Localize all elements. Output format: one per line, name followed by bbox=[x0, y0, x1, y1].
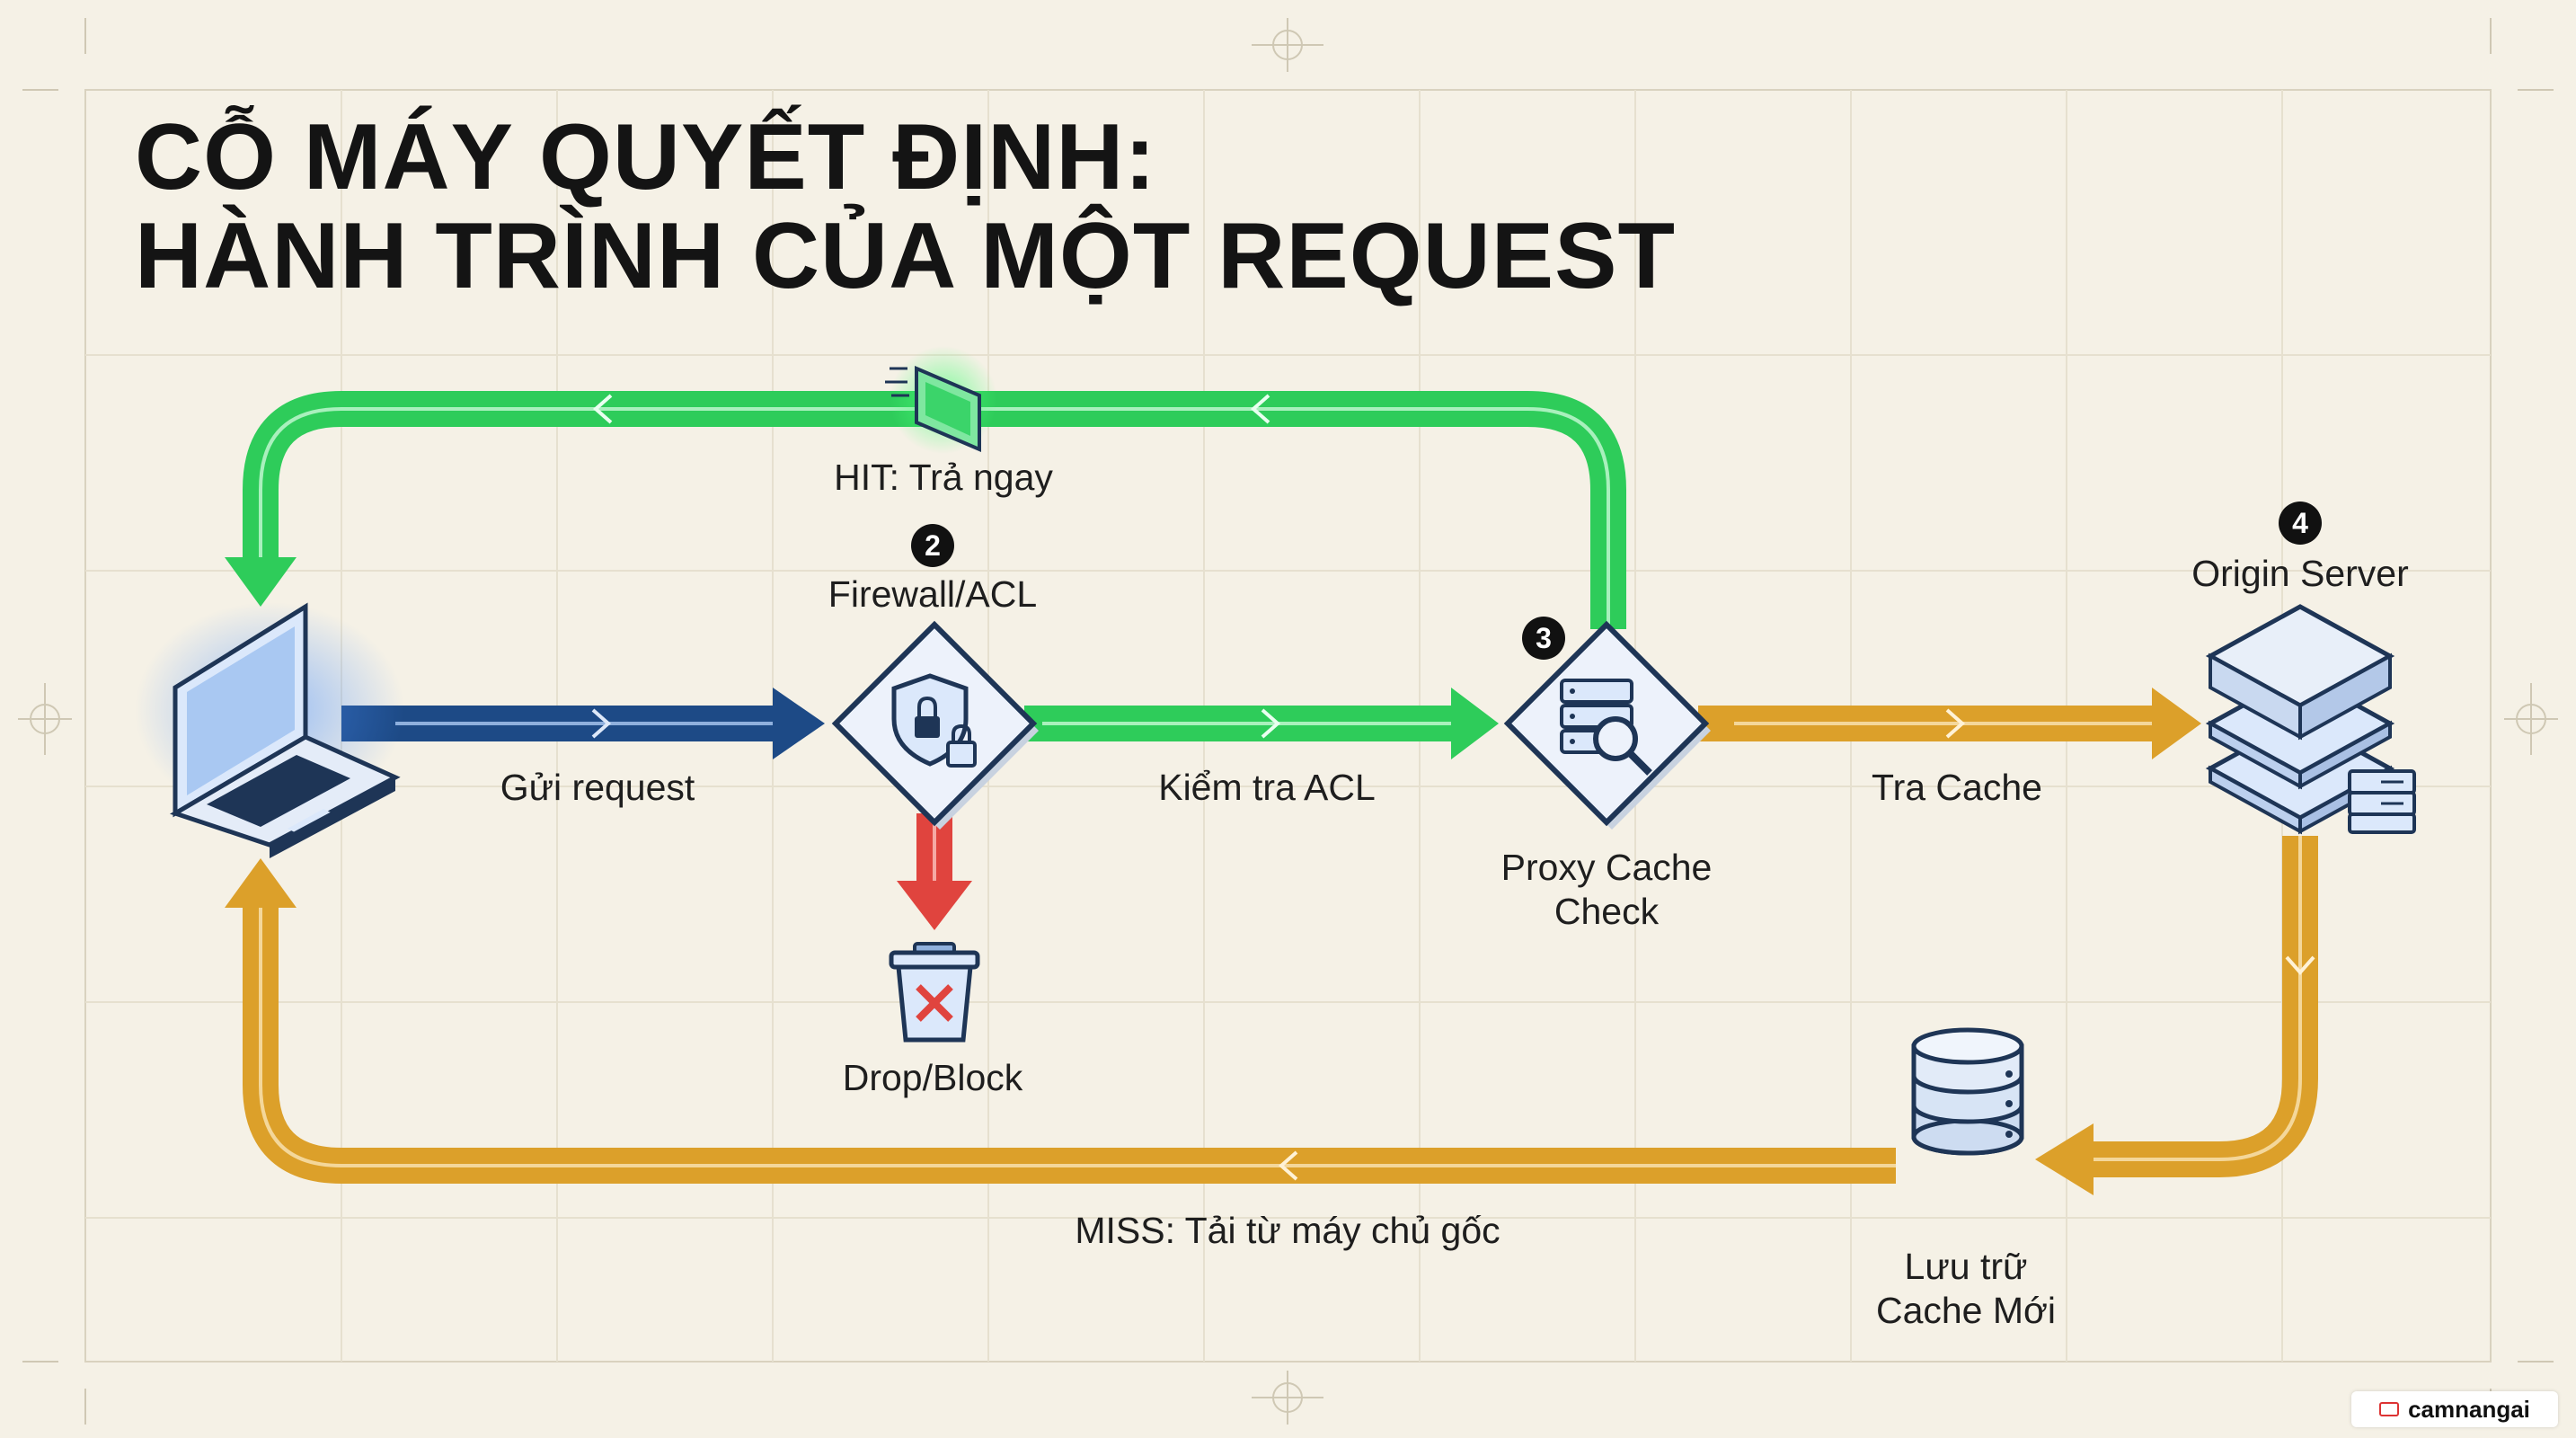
proxy-cache-label: Proxy Cache Check bbox=[1501, 846, 1713, 934]
lookup-cache-label: Tra Cache bbox=[1872, 767, 2042, 808]
watermark-logo-icon bbox=[2379, 1402, 2400, 1416]
server-stack-icon[interactable] bbox=[2205, 604, 2416, 835]
page-title: CỖ MÁY QUYẾT ĐỊNH: HÀNH TRÌNH CỦA MỘT RE… bbox=[135, 108, 1676, 306]
storage-label-line-1: Lưu trữ bbox=[1904, 1246, 2028, 1287]
origin-server-label: Origin Server bbox=[2191, 553, 2409, 594]
origin-step-badge: 4 bbox=[2279, 502, 2322, 545]
send-request-label: Gửi request bbox=[500, 767, 695, 808]
watermark: camnangai bbox=[2351, 1391, 2558, 1427]
fast-packet-icon bbox=[885, 346, 997, 454]
proxy-step-badge: 3 bbox=[1522, 617, 1565, 660]
shield-lock-icon bbox=[891, 673, 977, 768]
drop-arrow bbox=[897, 813, 972, 930]
firewall-step-badge: 2 bbox=[911, 524, 954, 567]
miss-return-arrow bbox=[225, 836, 2318, 1195]
title-line-2: HÀNH TRÌNH CỦA MỘT REQUEST bbox=[135, 204, 1676, 308]
laptop-icon[interactable] bbox=[135, 602, 404, 858]
drop-block-label: Drop/Block bbox=[842, 1057, 1023, 1098]
miss-label: MISS: Tải từ máy chủ gốc bbox=[1075, 1210, 1500, 1251]
proxy-cache-node[interactable] bbox=[1503, 620, 1711, 830]
server-search-icon bbox=[1560, 679, 1652, 776]
hit-label: HIT: Trả ngay bbox=[834, 457, 1053, 498]
proxy-label-line-2: Check bbox=[1554, 891, 1660, 932]
cache-storage-label: Lưu trữ Cache Mới bbox=[1876, 1245, 2056, 1333]
check-acl-label: Kiểm tra ACL bbox=[1158, 767, 1376, 808]
proxy-label-line-1: Proxy Cache bbox=[1500, 847, 1713, 888]
storage-label-line-2: Cache Mới bbox=[1875, 1290, 2057, 1331]
title-line-1: CỖ MÁY QUYẾT ĐỊNH: bbox=[135, 105, 1157, 209]
check-acl-arrow bbox=[1024, 688, 1499, 759]
firewall-label: Firewall/ACL bbox=[828, 573, 1038, 615]
watermark-text: camnangai bbox=[2408, 1395, 2530, 1423]
database-icon[interactable] bbox=[1911, 1027, 2024, 1156]
send-request-arrow bbox=[341, 688, 825, 759]
lookup-cache-arrow bbox=[1698, 688, 2201, 759]
trash-x-icon bbox=[889, 942, 980, 1043]
firewall-node[interactable] bbox=[831, 620, 1039, 830]
